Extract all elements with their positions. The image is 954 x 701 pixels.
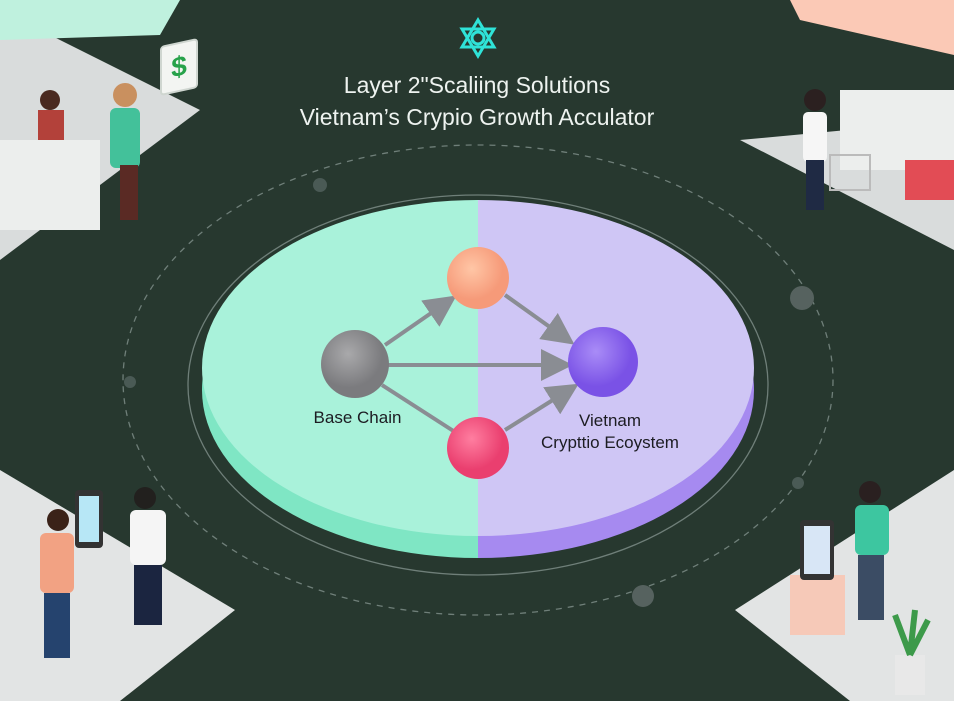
edge-bottom-target [503, 383, 579, 432]
node-bottom[interactable] [447, 417, 509, 479]
node-top[interactable] [447, 247, 509, 309]
orbit-dashed [122, 144, 834, 616]
people-bottom-right [735, 470, 954, 701]
title-line-2: Vietnam’s Crypio Growth Acculator [299, 104, 655, 130]
label-line-2: Crypttio Ecoystem [541, 433, 679, 452]
node-vietnam-ecosystem[interactable] [568, 327, 638, 397]
atom-network-icon [459, 17, 497, 59]
orbit-ring [187, 194, 769, 576]
edges [380, 293, 579, 434]
node-base-chain[interactable] [321, 330, 389, 398]
market-stall-top-right [740, 0, 954, 250]
label-vietnam-ecosystem: Vietnam Crypttio Ecoystem [525, 410, 695, 454]
market-stall-top-left [0, 0, 200, 260]
label-line-1: Vietnam [578, 411, 642, 430]
edge-base-top [383, 295, 457, 347]
edge-top-target [503, 293, 575, 345]
people-bottom-left [0, 470, 235, 701]
dollar-sign-icon: $ [160, 37, 198, 97]
edge-base-bottom [380, 383, 457, 434]
label-base-chain: Base Chain [313, 408, 402, 427]
title-line-1: Layer 2"Scaliing Solutions [343, 72, 611, 98]
